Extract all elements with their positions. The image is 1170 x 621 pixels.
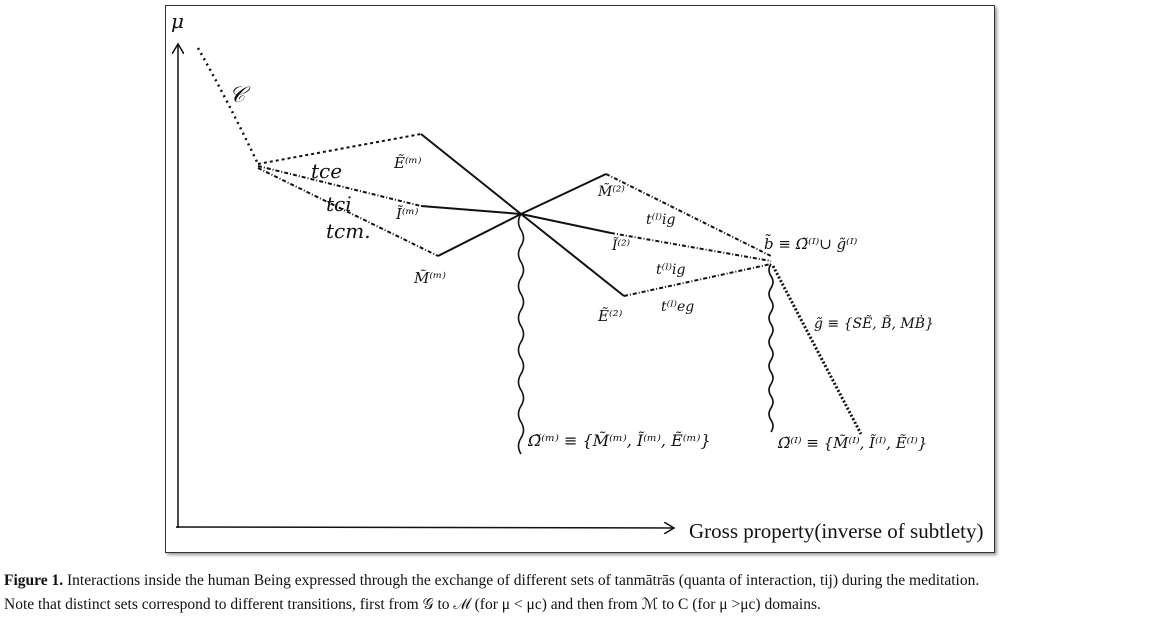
figure-frame: μ Gross property(inverse of subtlety) 𝒞 … <box>165 5 995 553</box>
label-e-top: Ẽ⁽ᵐ⁾ <box>393 154 422 172</box>
caption-line-1: Figure 1. Interactions inside the human … <box>4 569 1170 593</box>
label-i2: Ĩ⁽²⁾ <box>611 236 631 254</box>
wave-b-down <box>768 263 774 433</box>
y-axis-label: μ <box>171 9 184 33</box>
label-c: 𝒞 <box>229 83 251 108</box>
line-i-to-center <box>420 205 522 215</box>
label-t-ij-1: t⁽ᴵ⁾ig <box>646 212 675 228</box>
line-center-to-e2 <box>520 213 625 297</box>
label-t-cm: tcm. <box>326 219 371 243</box>
x-axis <box>175 527 674 528</box>
line-center-to-i2 <box>520 213 612 234</box>
label-g-eq: g̃ ≡ {SẼ, B̃, MḂ} <box>814 314 934 332</box>
line-e-to-center <box>420 133 522 215</box>
label-t-ci: tci <box>326 192 352 216</box>
wave-t-ci <box>257 165 422 207</box>
c-domain-dotted-line <box>196 47 260 165</box>
caption-text-1: Interactions inside the human Being expr… <box>63 572 980 589</box>
label-i-top: Ĩ⁽ᵐ⁾ <box>395 205 419 223</box>
line-m-to-center <box>437 213 522 257</box>
caption-line-2: Note that distinct sets correspond to di… <box>4 593 1170 617</box>
wave-m2-to-b <box>605 173 772 257</box>
wave-center-down <box>517 213 525 455</box>
label-t-ce: tce <box>311 159 342 183</box>
x-axis-label: Gross property(inverse of subtlety) <box>689 519 984 543</box>
interaction-diagram: μ Gross property(inverse of subtlety) 𝒞 … <box>171 9 984 543</box>
wave-t-cm <box>257 167 439 257</box>
wave-e2-to-b <box>623 263 772 297</box>
label-omega-m: Ω̃⁽ᵐ⁾ ≡ {M̃⁽ᵐ⁾, Ĩ⁽ᵐ⁾, Ẽ⁽ᵐ⁾} <box>527 430 711 450</box>
label-omega-1: Ω̃⁽ᴵ⁾ ≡ {M̃⁽ᴵ⁾, Ĩ⁽ᴵ⁾, Ẽ⁽ᴵ⁾} <box>777 434 927 452</box>
label-m2: M̃⁽²⁾ <box>597 182 625 200</box>
label-b-eq: b̃ ≡ Ω̃⁽ᴵ⁾∪ g̃⁽ᴵ⁾ <box>764 234 858 253</box>
caption-label: Figure 1. <box>4 572 64 589</box>
label-t-ij-2: t⁽ᴵ⁾ig <box>656 262 685 278</box>
line-center-to-m2 <box>520 173 607 215</box>
caption-text-2: Note that distinct sets correspond to di… <box>4 596 821 613</box>
figure-caption: Figure 1. Interactions inside the human … <box>4 569 1170 617</box>
wave-b-diagonal <box>771 265 863 435</box>
label-t-ij-3: t⁽ᴵ⁾eg <box>661 299 694 315</box>
label-e2: Ẽ⁽²⁾ <box>597 307 623 325</box>
label-m-bottom: M̃⁽ᵐ⁾ <box>413 269 446 287</box>
wave-t-ce <box>257 133 422 165</box>
wave-i2-to-b <box>610 232 772 262</box>
